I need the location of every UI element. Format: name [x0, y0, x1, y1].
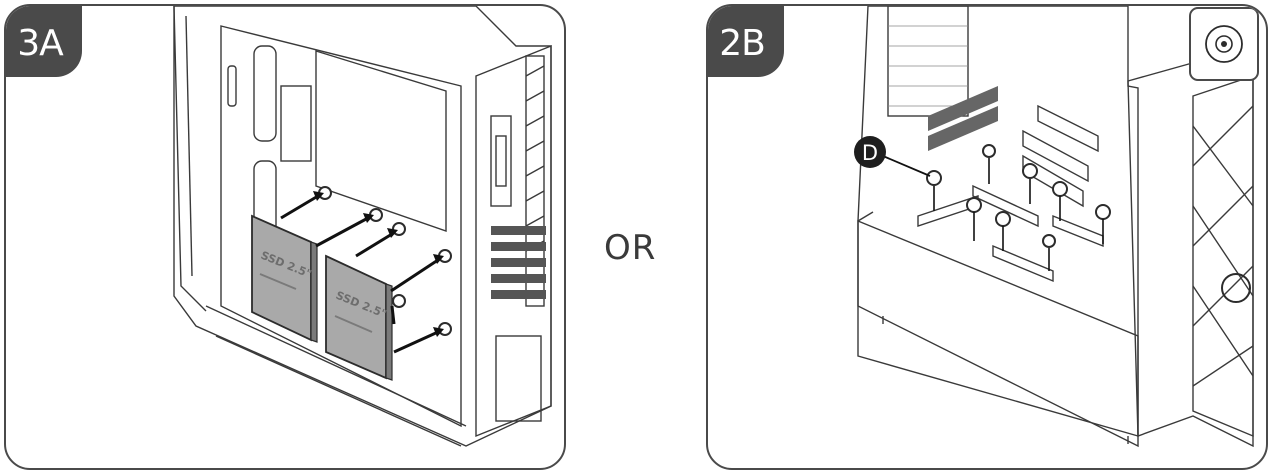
step-label: 3A	[17, 23, 64, 64]
step-badge-3a: 3A	[6, 6, 82, 77]
callout-badge	[854, 136, 886, 168]
front-panel	[1127, 45, 1254, 448]
step-3a-panel: SSD 2.5" SSD 2.5" 3A	[4, 4, 566, 470]
or-separator: OR	[604, 228, 657, 268]
standoff-screws	[926, 144, 1111, 248]
step-2b-illustration: D	[854, 6, 1259, 448]
step-label: 2B	[719, 23, 766, 64]
step-badge-2b: 2B	[708, 6, 784, 77]
step-3a-illustration: SSD 2.5" SSD 2.5"	[173, 6, 552, 447]
ssd-drive-1: SSD 2.5"	[251, 214, 318, 343]
step-2b-panel: D 2B	[706, 4, 1268, 470]
pcie-slots	[928, 86, 1099, 208]
screw-arrows	[933, 158, 1104, 271]
install-arrows	[280, 191, 444, 354]
vent-grid	[525, 55, 545, 307]
detail-inset	[1189, 7, 1259, 81]
callout-letter: D	[862, 141, 878, 165]
expansion-slots	[491, 226, 546, 299]
ssd-drive-2: SSD 2.5"	[325, 254, 393, 381]
